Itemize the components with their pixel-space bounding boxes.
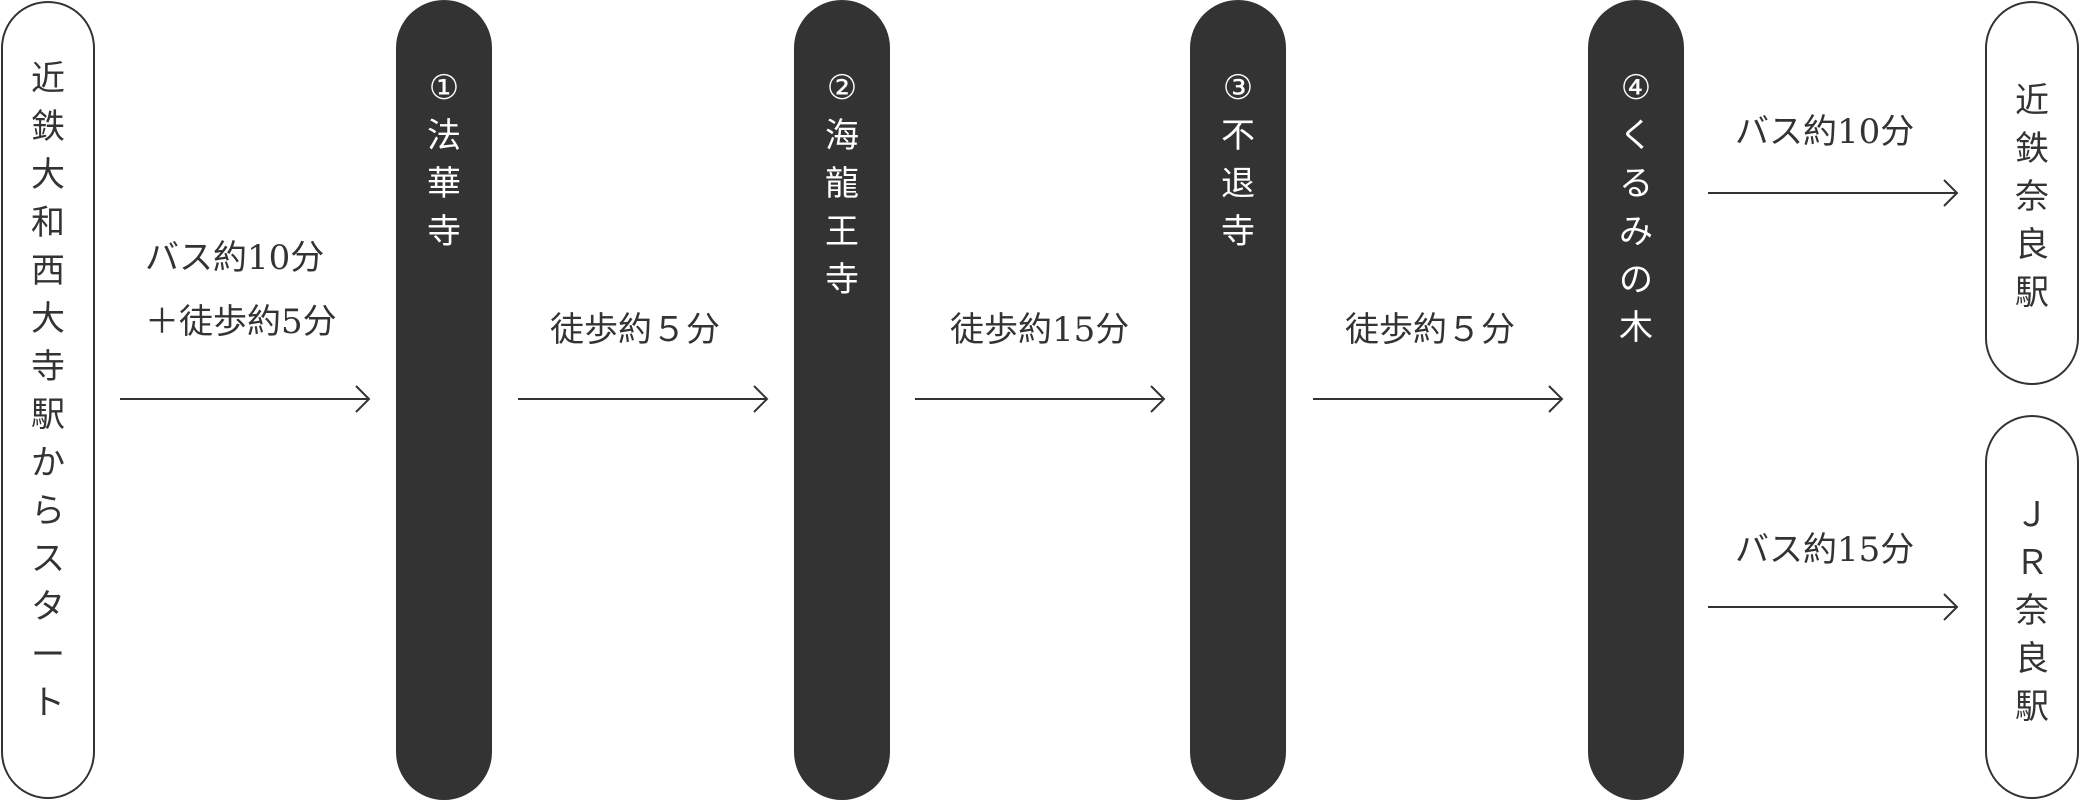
vertical-char: ④ (1620, 68, 1652, 108)
leg-1-time-line2: ＋徒歩約5分 (145, 302, 337, 342)
vertical-char: ー (31, 635, 65, 675)
leg-1-time-line1: バス約10分 (145, 238, 325, 278)
vertical-char: ③ (1222, 68, 1254, 108)
vertical-char: 海 (825, 116, 859, 156)
stop-2-name: 海龍王寺 (825, 112, 859, 304)
vertical-char: 龍 (825, 164, 859, 204)
vertical-char: 木 (1619, 308, 1653, 348)
stop-3-pill: ③ 不退寺 (1190, 0, 1286, 800)
vertical-char: 不 (1221, 116, 1255, 156)
destination-1-time: バス約10分 (1735, 112, 1915, 152)
vertical-char: 駅 (2015, 687, 2049, 727)
vertical-char: 大 (31, 299, 65, 339)
vertical-char: 奈 (2015, 177, 2049, 217)
leg-3-arrow (915, 385, 1166, 413)
leg-3-time: 徒歩約15分 (950, 310, 1130, 350)
vertical-char: 王 (825, 212, 859, 252)
vertical-char: ② (826, 68, 858, 108)
vertical-char: 鉄 (2015, 129, 2049, 169)
vertical-char: 駅 (2015, 273, 2049, 313)
start-station-pill: 近鉄大和西大寺駅からスタート (1, 1, 95, 799)
stop-4-number: ④ (1621, 64, 1651, 112)
destination-2-arrow (1708, 593, 1959, 621)
vertical-char: 駅 (31, 395, 65, 435)
vertical-char: 寺 (31, 347, 65, 387)
vertical-char: ト (31, 683, 65, 723)
vertical-char: 良 (2015, 225, 2049, 265)
vertical-char: 寺 (825, 260, 859, 300)
vertical-char: ス (31, 539, 65, 579)
vertical-char: 大 (31, 155, 65, 195)
stop-1-number: ① (429, 64, 459, 112)
stop-2-number: ② (827, 64, 857, 112)
destination-1-pill: 近鉄奈良駅 (1985, 1, 2079, 385)
vertical-char: ① (428, 68, 460, 108)
vertical-char: 西 (31, 251, 65, 291)
stop-3-name: 不退寺 (1221, 112, 1255, 256)
leg-2-time: 徒歩約５分 (550, 310, 720, 350)
vertical-char: 奈 (2015, 591, 2049, 631)
stop-4-name: くるみの木 (1619, 112, 1653, 352)
vertical-char: タ (31, 587, 65, 627)
vertical-char: の (1619, 260, 1653, 300)
leg-1-arrow (120, 385, 371, 413)
leg-4-arrow (1313, 385, 1564, 413)
vertical-char: る (1619, 164, 1653, 204)
destination-2-time: バス約15分 (1735, 530, 1915, 570)
leg-2-arrow (518, 385, 769, 413)
vertical-char: 鉄 (31, 107, 65, 147)
stop-3-number: ③ (1223, 64, 1253, 112)
vertical-char: 良 (2015, 639, 2049, 679)
vertical-char: Ｒ (2015, 543, 2049, 583)
stop-2-pill: ② 海龍王寺 (794, 0, 890, 800)
destination-1-name: 近鉄奈良駅 (2015, 77, 2049, 317)
vertical-char: 法 (427, 116, 461, 156)
vertical-char: 寺 (427, 212, 461, 252)
stop-1-name: 法華寺 (427, 112, 461, 256)
leg-4-time: 徒歩約５分 (1345, 310, 1515, 350)
vertical-char: Ｊ (2015, 495, 2049, 535)
vertical-char: 華 (427, 164, 461, 204)
vertical-char: 和 (31, 203, 65, 243)
vertical-char: か (31, 443, 65, 483)
stop-1-pill: ① 法華寺 (396, 0, 492, 800)
vertical-char: み (1619, 212, 1653, 252)
vertical-char: 退 (1221, 164, 1255, 204)
vertical-char: 寺 (1221, 212, 1255, 252)
start-station-label: 近鉄大和西大寺駅からスタート (31, 55, 65, 727)
vertical-char: 近 (2015, 81, 2049, 121)
destination-1-arrow (1708, 179, 1959, 207)
vertical-char: ら (31, 491, 65, 531)
vertical-char: く (1619, 116, 1653, 156)
vertical-char: 近 (31, 59, 65, 99)
stop-4-pill: ④ くるみの木 (1588, 0, 1684, 800)
